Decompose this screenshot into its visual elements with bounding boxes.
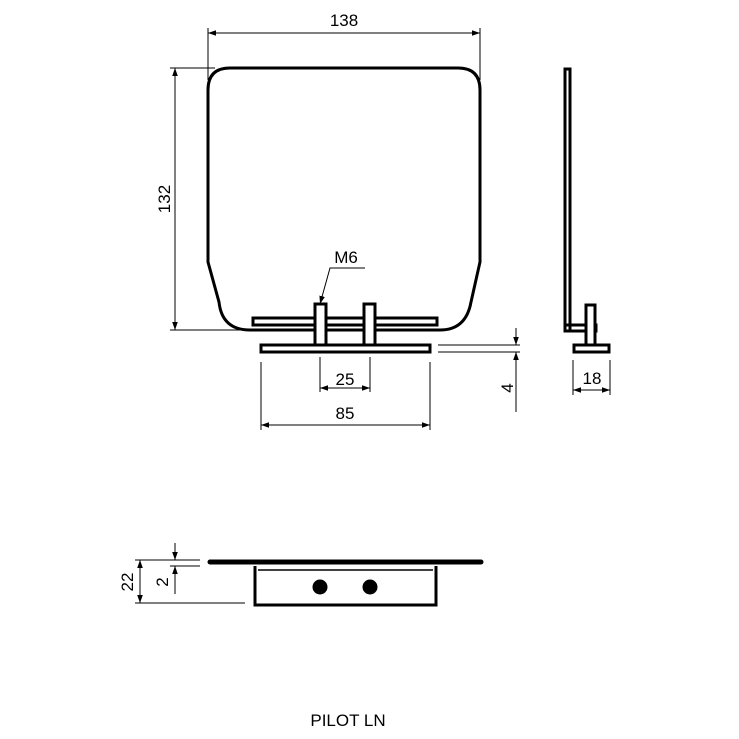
dim-plate-thickness: 4 bbox=[498, 383, 517, 392]
product-title: PILOT LN bbox=[310, 711, 385, 730]
bracket-bar bbox=[251, 316, 439, 327]
front-view bbox=[206, 66, 482, 354]
side-view bbox=[563, 67, 611, 354]
bolt-head-left bbox=[312, 579, 328, 595]
bolt-right bbox=[362, 302, 377, 348]
dim-side-depth: 18 bbox=[583, 369, 602, 388]
base-plate bbox=[259, 343, 432, 354]
dim-bolt-spacing: 25 bbox=[336, 370, 355, 389]
bolt-head-right bbox=[362, 579, 378, 595]
bottom-view bbox=[207, 559, 484, 607]
bolt-left bbox=[313, 302, 328, 348]
panel-outline bbox=[206, 66, 482, 332]
dim-plate-width: 85 bbox=[336, 404, 355, 423]
dim-panel-thickness: 2 bbox=[153, 577, 172, 586]
dim-width: 138 bbox=[330, 11, 358, 30]
dim-thread: M6 bbox=[334, 248, 358, 267]
dimension-lines bbox=[135, 28, 611, 604]
dim-total-depth: 22 bbox=[118, 573, 137, 592]
dim-height: 132 bbox=[155, 185, 174, 213]
